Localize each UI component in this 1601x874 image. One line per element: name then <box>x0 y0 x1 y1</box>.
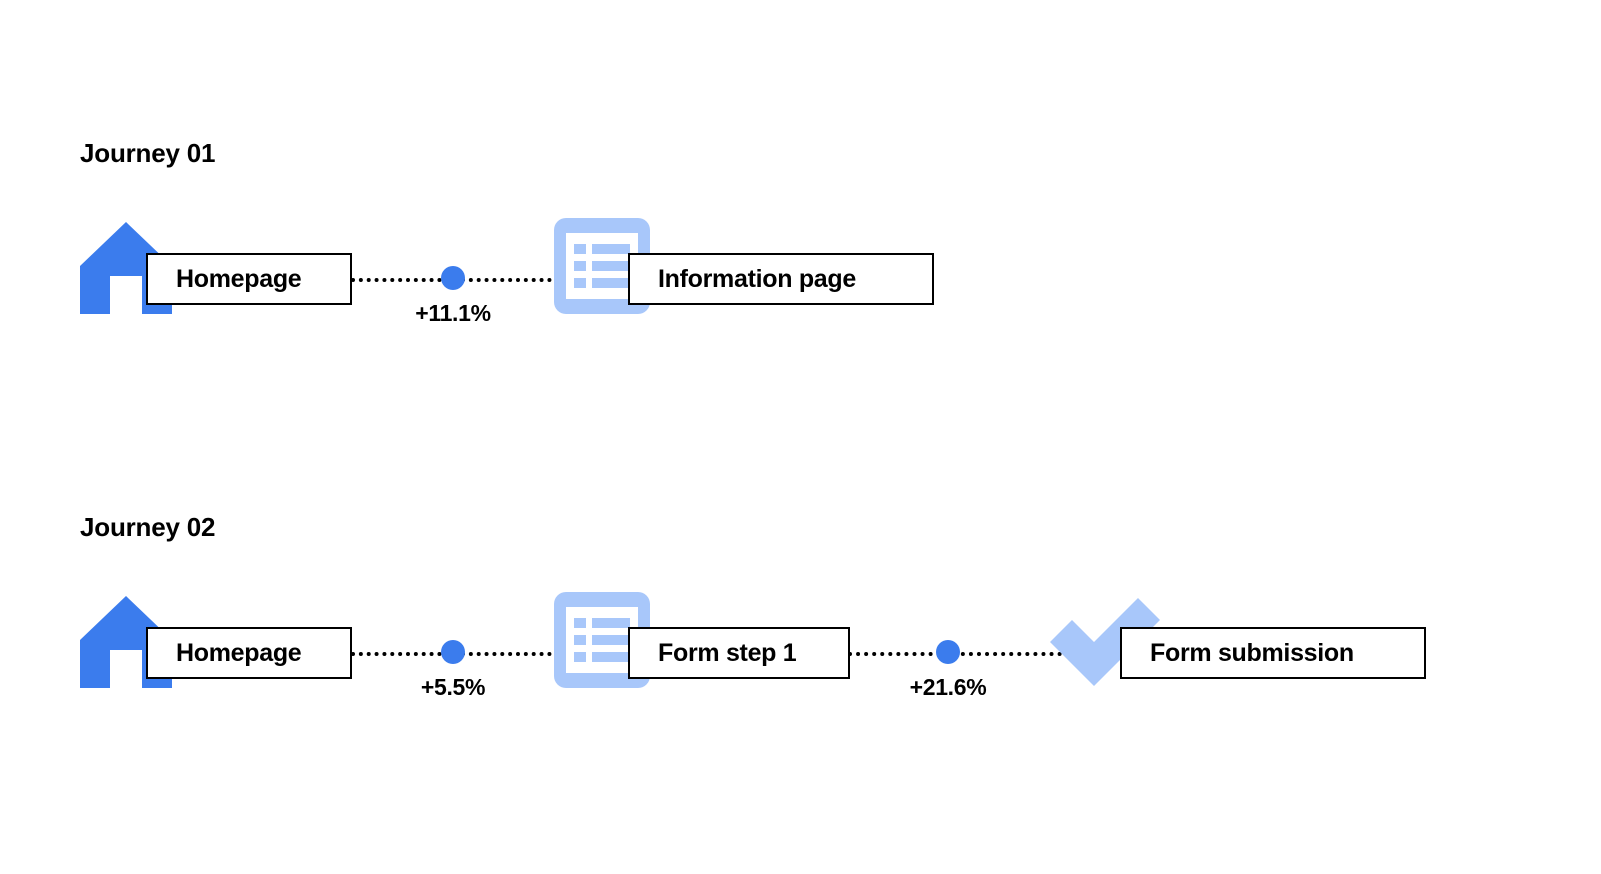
transition-percentage: +21.6% <box>909 674 987 700</box>
journey-flow: +5.5% +21.6% Homepage <box>0 578 1601 700</box>
connector: +11.1% <box>351 204 591 326</box>
node-label-text: Form step 1 <box>658 638 797 667</box>
flow-node[interactable]: Homepage <box>0 204 360 324</box>
node-label-text: Homepage <box>176 638 302 667</box>
connector-dot <box>441 640 465 664</box>
connector-dotted-line <box>351 652 591 656</box>
list-page-icon <box>554 218 650 314</box>
list-page-icon <box>554 592 650 688</box>
connector-dot <box>936 640 960 664</box>
connector: +21.6% <box>848 578 1078 700</box>
node-label-box[interactable]: Form step 1 <box>628 627 850 679</box>
node-label-text: Form submission <box>1150 638 1354 667</box>
flow-node[interactable]: Information page <box>554 204 954 324</box>
transition-percentage: +11.1% <box>415 300 491 326</box>
transition-percentage: +5.5% <box>420 674 486 700</box>
journey-title: Journey 02 <box>80 512 216 542</box>
connector-dot <box>441 266 465 290</box>
check-icon <box>1046 584 1160 694</box>
flow-node[interactable]: Form submission <box>1046 578 1446 698</box>
node-label-box[interactable]: Homepage <box>146 627 352 679</box>
flow-node[interactable]: Homepage <box>0 578 360 698</box>
node-label-text: Homepage <box>176 264 302 293</box>
node-label-box[interactable]: Information page <box>628 253 934 305</box>
node-label-text: Information page <box>658 264 856 293</box>
flow-node[interactable]: Form step 1 <box>554 578 874 698</box>
connector-dotted-line <box>848 652 1078 656</box>
node-label-box[interactable]: Form submission <box>1120 627 1426 679</box>
journey-flow: +11.1% Homepage <box>0 204 1601 326</box>
journey-title: Journey 01 <box>80 138 216 168</box>
connector: +5.5% <box>351 578 591 700</box>
node-label-box[interactable]: Homepage <box>146 253 352 305</box>
connector-dotted-line <box>351 278 591 282</box>
